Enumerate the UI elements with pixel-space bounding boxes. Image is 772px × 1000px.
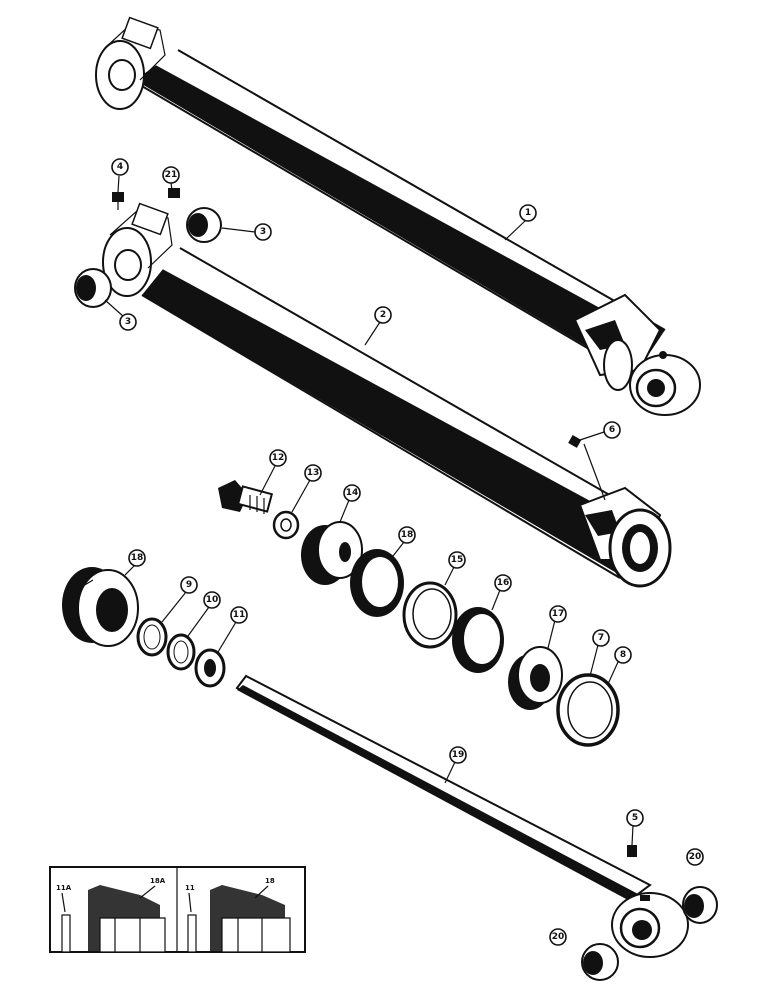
gland-17 xyxy=(508,646,563,710)
callout-18-upper: 18 xyxy=(398,526,416,544)
svg-text:12: 12 xyxy=(272,453,285,463)
svg-text:2: 2 xyxy=(380,310,386,320)
callout-1: 1 xyxy=(519,204,537,222)
callout-4: 4 xyxy=(111,158,129,176)
callout-10: 10 xyxy=(203,591,221,609)
svg-text:17: 17 xyxy=(552,609,565,619)
callout-18-head: 18 xyxy=(128,549,146,567)
svg-text:20: 20 xyxy=(552,932,565,942)
callout-13: 13 xyxy=(304,464,322,482)
grease-fitting-5 xyxy=(627,845,637,857)
callout-5: 5 xyxy=(626,809,644,827)
callout-14: 14 xyxy=(343,484,361,502)
callout-20-right: 20 xyxy=(686,848,704,866)
bushing-3-lower xyxy=(74,268,112,308)
leader-lines xyxy=(104,175,634,846)
seal-ring-18-upper xyxy=(350,549,404,617)
inset-label-11a: 11A xyxy=(56,884,72,892)
svg-text:18: 18 xyxy=(401,530,414,540)
svg-text:5: 5 xyxy=(632,813,638,823)
bolt-12 xyxy=(218,480,274,514)
plug-21 xyxy=(168,188,180,198)
callout-6: 6 xyxy=(603,421,621,439)
callout-19: 19 xyxy=(449,746,467,764)
ring-11 xyxy=(194,648,226,688)
ring-15 xyxy=(402,581,458,649)
callout-8: 8 xyxy=(614,646,632,664)
callout-16: 16 xyxy=(494,574,512,592)
svg-text:21: 21 xyxy=(165,170,178,180)
callout-15: 15 xyxy=(448,551,466,569)
svg-text:11: 11 xyxy=(233,610,246,620)
callout-7: 7 xyxy=(592,629,610,647)
piston-rod-19 xyxy=(235,674,689,958)
bushing-20-left xyxy=(581,943,619,981)
svg-text:1: 1 xyxy=(525,208,531,218)
svg-text:18: 18 xyxy=(131,553,144,563)
svg-text:16: 16 xyxy=(497,578,510,588)
ring-9 xyxy=(136,617,168,657)
washer-13 xyxy=(272,510,300,540)
piston-14 xyxy=(301,521,363,585)
callout-9: 9 xyxy=(180,576,198,594)
svg-text:8: 8 xyxy=(620,650,626,660)
svg-text:7: 7 xyxy=(598,633,604,643)
inset-detail-box: 11A 18A 11 18 xyxy=(49,866,306,953)
callout-21: 21 xyxy=(162,166,180,184)
fitting-6 xyxy=(568,435,582,448)
bushing-20-right xyxy=(682,886,718,924)
svg-text:15: 15 xyxy=(451,555,464,565)
cylinder-1-barrel xyxy=(95,16,701,416)
inset-label-18a: 18A xyxy=(150,877,166,885)
callout-3-upper: 3 xyxy=(254,223,272,241)
svg-text:20: 20 xyxy=(689,852,702,862)
ring-10 xyxy=(166,633,196,671)
svg-text:19: 19 xyxy=(452,750,465,760)
svg-text:9: 9 xyxy=(186,580,192,590)
svg-text:14: 14 xyxy=(346,488,359,498)
svg-text:3: 3 xyxy=(125,317,131,327)
callout-2: 2 xyxy=(374,306,392,324)
wiper-ring-7-8 xyxy=(556,673,620,747)
callout-20-left: 20 xyxy=(549,928,567,946)
callout-3-lower: 3 xyxy=(119,313,137,331)
svg-text:10: 10 xyxy=(206,595,219,605)
callout-12: 12 xyxy=(269,449,287,467)
inset-label-18: 18 xyxy=(265,877,275,885)
grease-fitting-4 xyxy=(112,192,124,210)
svg-text:6: 6 xyxy=(609,425,615,435)
cylinder-2-barrel xyxy=(102,202,672,588)
head-18 xyxy=(62,567,139,647)
seal-16 xyxy=(452,607,504,673)
svg-text:4: 4 xyxy=(117,162,123,172)
bushing-3-upper xyxy=(186,207,222,243)
svg-text:3: 3 xyxy=(260,227,266,237)
svg-text:13: 13 xyxy=(307,468,320,478)
inset-label-11: 11 xyxy=(185,884,195,892)
callout-17: 17 xyxy=(549,605,567,623)
callout-11: 11 xyxy=(230,606,248,624)
